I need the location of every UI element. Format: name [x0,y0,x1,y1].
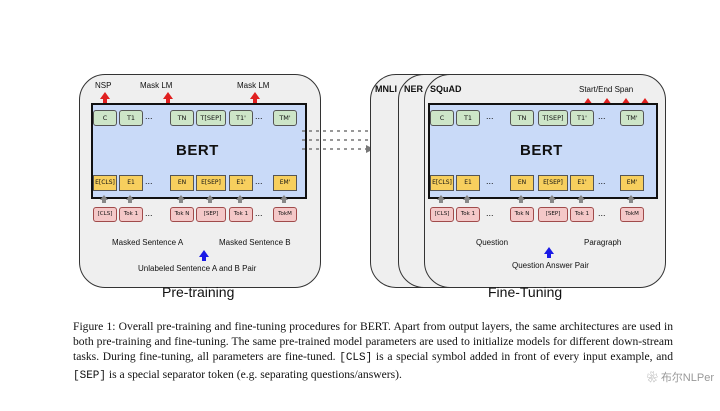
caption-text: Figure 1: Overall pre-training and fine-… [73,320,673,364]
sentence-b-label: Masked Sentence B [219,238,291,247]
output-token: ... [255,111,263,121]
output-token: C [430,110,454,126]
flow-arrow-icon [177,195,185,203]
input-token: [CLS] [93,207,117,222]
flow-arrow-icon [548,195,556,203]
bert-label: BERT [520,142,563,159]
finetuning-title: Fine-Tuning [488,284,563,300]
output-token: TN [170,110,194,126]
flow-arrow-icon [577,195,585,203]
input-token: Tok N [170,207,194,222]
embedding-token: E1 [456,175,480,191]
input-token: TokM [620,207,644,222]
flow-arrow-icon [463,195,471,203]
output-token: TM' [620,110,644,126]
output-token: T1' [570,110,594,126]
sentence-a-label: Masked Sentence A [112,238,184,247]
paragraph-label: Paragraph [584,238,622,247]
sentence-pair-label: Unlabeled Sentence A and B Pair [138,264,257,273]
tab-ner: NER [404,84,424,94]
output-token: T1 [456,110,480,126]
embedding-token: E[SEP] [538,175,568,191]
flow-arrow-icon [126,195,134,203]
output-token: T1 [119,110,143,126]
output-token: TN [510,110,534,126]
embedding-token: E1 [119,175,143,191]
input-token: Tok 1 [570,207,594,222]
flow-arrow-icon [437,195,445,203]
nsp-arrow-icon [100,92,110,103]
embedding-token: E1' [570,175,594,191]
input-token: Tok 1 [119,207,143,222]
input-token: [CLS] [430,207,454,222]
output-token: C [93,110,117,126]
span-head-label: Start/End Span [579,85,634,94]
mask-lm-label: Mask LM [237,81,270,90]
output-token: TM' [273,110,297,126]
bert-label: BERT [176,142,219,159]
flow-arrow-icon [280,195,288,203]
embedding-token: E[CLS] [93,175,117,191]
watermark-text: 布尔NLPer [660,372,714,384]
output-token: ... [598,111,606,121]
embedding-token: ... [486,176,494,186]
embedding-token: EM' [273,175,297,191]
flow-arrow-icon [517,195,525,203]
tab-mnli: MNLI [375,84,397,94]
flow-arrow-icon [100,195,108,203]
cls-token-text: [CLS] [339,352,373,365]
input-token: Tok 1 [229,207,253,222]
output-token: T1' [229,110,253,126]
embedding-token: ... [145,176,153,186]
output-token: ... [145,111,153,121]
input-token: ... [486,208,494,218]
caption-text: is a special symbol added in front of ev… [372,350,673,364]
input-token: ... [255,208,263,218]
embedding-token: E1' [229,175,253,191]
input-token: Tok 1 [456,207,480,222]
figure-caption: Figure 1: Overall pre-training and fine-… [73,319,673,384]
embedding-token: EM' [620,175,644,191]
output-token: T[SEP] [538,110,568,126]
sep-token-text: [SEP] [73,369,107,382]
watermark: ❀ 布尔NLPer [646,369,714,385]
output-token: ... [486,111,494,121]
embedding-token: EN [510,175,534,191]
input-token: Tok N [510,207,534,222]
output-token: T[SEP] [196,110,226,126]
qa-pair-label: Question Answer Pair [512,261,589,270]
pretraining-title: Pre-training [162,284,235,300]
caption-text: is a special separator token (e.g. separ… [106,367,402,381]
input-token: TokM [273,207,297,222]
input-token: [SEP] [196,207,226,222]
embedding-token: ... [255,176,263,186]
mask-lm-label: Mask LM [140,81,173,90]
question-label: Question [476,238,509,247]
mask-lm-arrow-icon [250,92,260,103]
flow-arrow-icon [206,195,214,203]
embedding-token: ... [598,176,606,186]
mask-lm-arrow-icon [163,92,173,103]
flow-arrow-icon [236,195,244,203]
embedding-token: EN [170,175,194,191]
input-token: [SEP] [538,207,568,222]
flow-arrow-icon [627,195,635,203]
input-arrow-icon [199,250,209,261]
input-token: ... [145,208,153,218]
embedding-token: E[CLS] [430,175,454,191]
embedding-token: E[SEP] [196,175,226,191]
nsp-label: NSP [95,81,112,90]
input-arrow-icon [544,247,554,258]
input-token: ... [598,208,606,218]
tab-squad: SQuAD [430,84,462,94]
